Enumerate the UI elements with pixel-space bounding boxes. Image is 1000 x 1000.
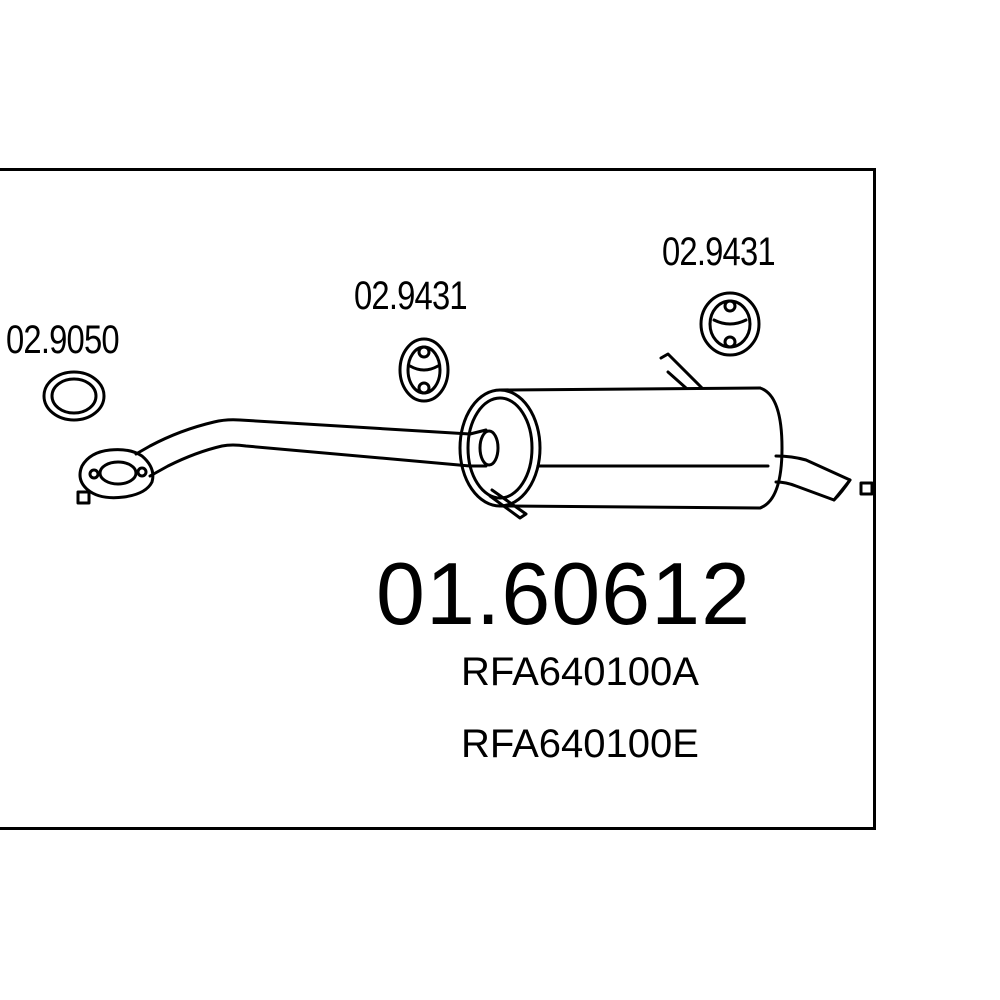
rubber-hanger-icon <box>398 337 450 403</box>
gasket-ring-icon <box>42 370 106 422</box>
diagram-frame <box>0 168 876 830</box>
inlet-pipe-icon <box>134 418 500 478</box>
rubber-hanger-icon <box>699 291 761 357</box>
muffler-body-icon <box>458 386 784 510</box>
bracket-bottom-icon <box>488 488 528 520</box>
tailpipe-icon <box>774 454 852 502</box>
reference-code: RFA640100E <box>461 722 699 766</box>
bracket-top-icon <box>659 352 704 390</box>
inlet-flange-icon <box>78 448 155 500</box>
accessory-code-label: 02.9431 <box>662 230 776 274</box>
reference-code: RFA640100A <box>461 650 699 694</box>
connection-marker-icon <box>859 481 874 496</box>
accessory-code-label: 02.9431 <box>354 274 468 318</box>
part-number: 01.60612 <box>376 544 752 643</box>
connection-marker-icon <box>76 490 91 505</box>
accessory-code-label: 02.9050 <box>6 318 120 362</box>
